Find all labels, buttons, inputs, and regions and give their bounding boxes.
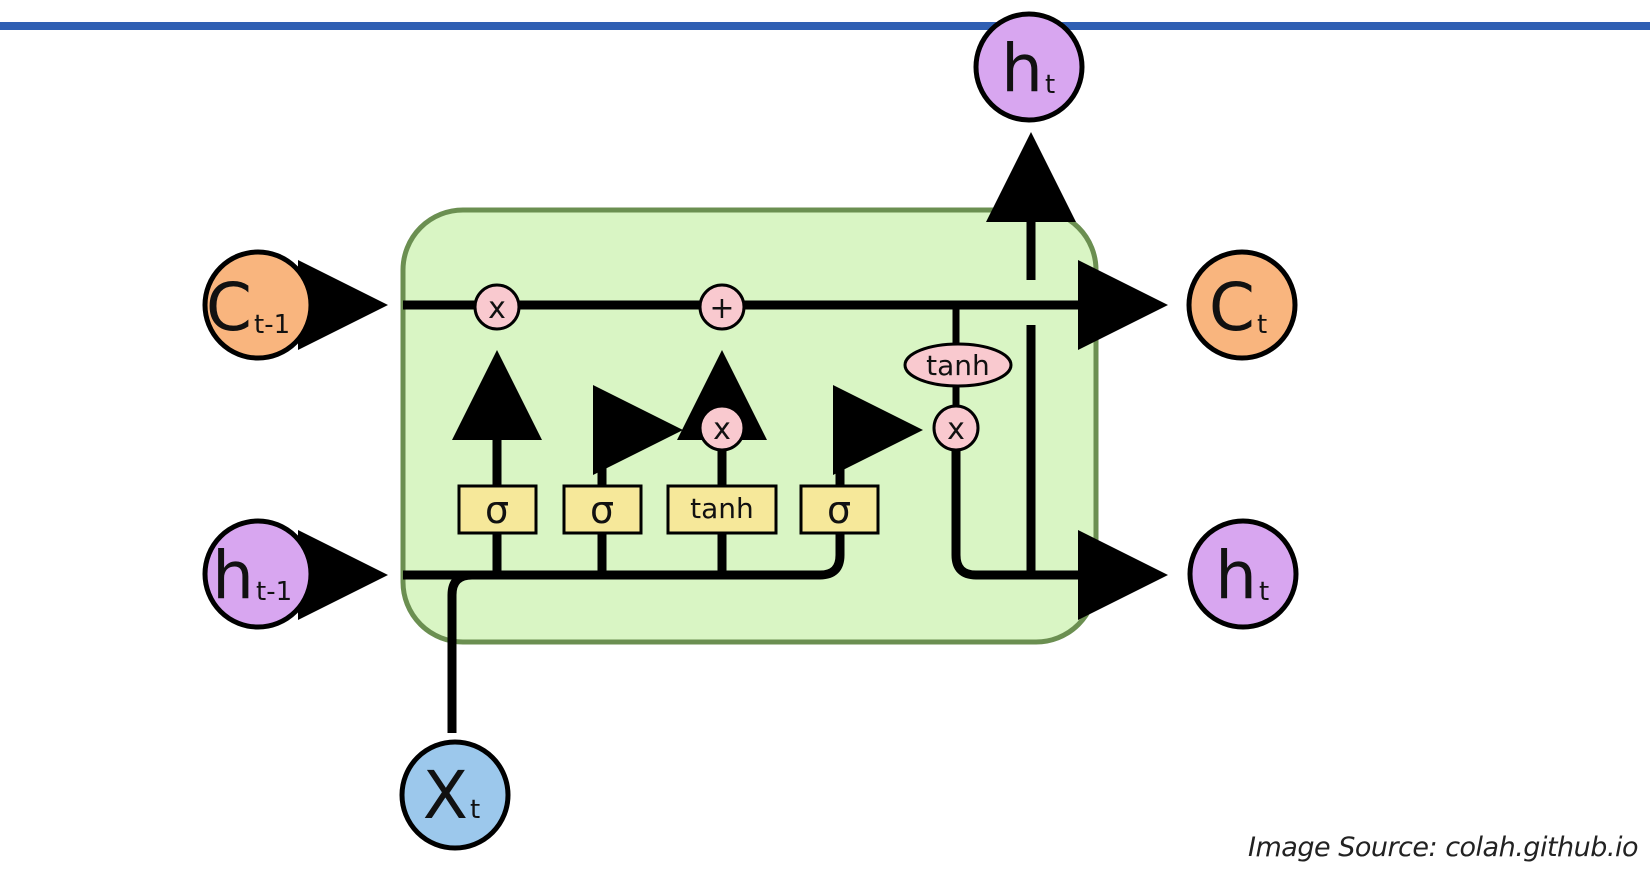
svg-text:t: t	[1045, 70, 1055, 100]
svg-text:t: t	[470, 795, 480, 825]
node-h-t-right: h t	[1187, 518, 1299, 630]
input-multiply-op: x	[698, 404, 746, 452]
svg-text:C: C	[206, 269, 252, 346]
node-c-prev: C t-1	[202, 249, 314, 361]
svg-text:σ: σ	[590, 488, 614, 532]
svg-text:h: h	[1001, 30, 1043, 107]
top-rule	[0, 22, 1650, 30]
forget-gate: σ	[457, 484, 538, 535]
svg-text:x: x	[488, 291, 506, 326]
forget-multiply-op: x	[473, 283, 521, 331]
output-h-line	[951, 450, 1168, 620]
svg-text:X: X	[423, 757, 468, 834]
node-c-t: C t	[1186, 249, 1298, 361]
node-h-prev: h t-1	[202, 518, 314, 630]
svg-text:+: +	[709, 291, 734, 326]
svg-text:h: h	[212, 537, 254, 614]
svg-text:C: C	[1209, 269, 1255, 346]
svg-text:t-1: t-1	[256, 577, 292, 607]
cell-tanh-op: tanh	[903, 342, 1013, 388]
output-gate: σ	[799, 484, 880, 535]
svg-text:tanh: tanh	[690, 492, 754, 525]
add-op: +	[698, 283, 746, 331]
node-h-t-top: h t	[973, 11, 1085, 123]
input-gate: σ	[562, 484, 643, 535]
node-x-t: X t	[399, 739, 511, 851]
candidate-gate: tanh	[666, 484, 778, 535]
output-multiply-op: x	[932, 404, 980, 452]
image-source-caption: Image Source: colah.github.io	[1248, 832, 1638, 863]
svg-text:t: t	[1259, 577, 1269, 607]
svg-text:σ: σ	[485, 488, 509, 532]
svg-text:t: t	[1257, 310, 1267, 340]
input-gate-line	[593, 385, 683, 575]
svg-text:tanh: tanh	[926, 349, 990, 382]
svg-text:x: x	[713, 412, 731, 447]
x-input-line	[447, 570, 473, 733]
svg-text:σ: σ	[827, 488, 851, 532]
svg-text:x: x	[947, 412, 965, 447]
svg-text:t-1: t-1	[254, 310, 290, 340]
svg-text:h: h	[1215, 537, 1257, 614]
